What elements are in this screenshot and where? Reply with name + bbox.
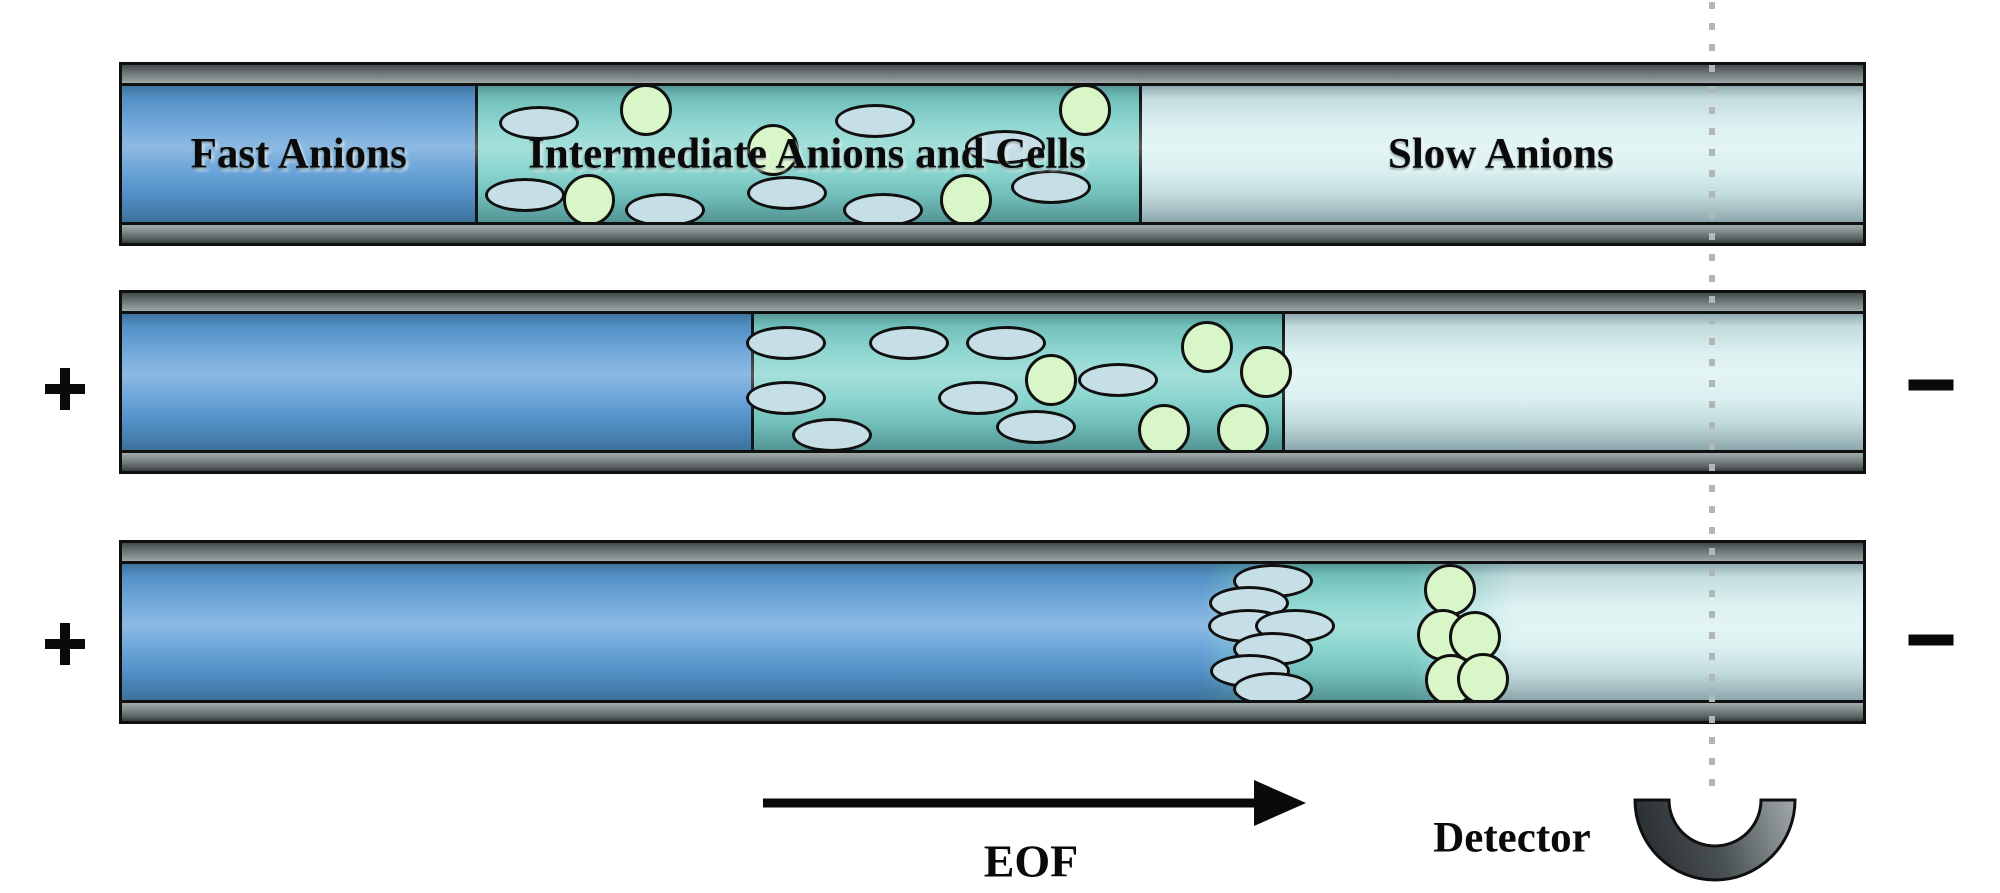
detector-label: Detector	[1433, 814, 1591, 862]
cell-particle	[1025, 354, 1077, 406]
capillary-channel	[122, 314, 1863, 450]
zone-slow-anions	[1281, 314, 1863, 450]
detector-cup-icon	[1633, 798, 1797, 882]
capillary-wall-top	[122, 293, 1863, 314]
anion-particle	[625, 193, 705, 222]
capillary-channel: Fast Anions Intermediate Anions and Cells…	[122, 86, 1863, 222]
anion-particle	[938, 381, 1018, 415]
zone-label-slow-anions: Slow Anions	[1387, 130, 1614, 178]
zone-label-intermediate-anions: Intermediate Anions and Cells	[528, 130, 1087, 178]
cell-particle	[1217, 404, 1269, 450]
zone-fast-anions	[122, 86, 476, 222]
zone-fast-anions	[122, 314, 751, 450]
cell-particle	[1457, 653, 1509, 700]
anion-particle	[869, 326, 949, 360]
zone-slow-anions	[1138, 86, 1863, 222]
cell-particle	[620, 86, 672, 136]
anion-particle	[1011, 170, 1091, 204]
anion-particle	[996, 410, 1076, 444]
zone-label-fast-anions: Fast Anions	[190, 130, 407, 178]
anion-particle	[499, 106, 579, 140]
cell-particle	[1059, 86, 1111, 136]
anode-plus-sign: +	[45, 368, 85, 410]
eof-arrowhead-icon	[1254, 780, 1306, 826]
cylinder-shading	[122, 564, 1863, 700]
anion-particle	[747, 176, 827, 210]
capillary-wall-bottom	[122, 700, 1863, 721]
anion-particle	[746, 326, 826, 360]
cathode-minus-sign: −	[1908, 634, 1954, 646]
capillary-tube-partial-separation	[119, 290, 1866, 474]
eof-arrow	[763, 780, 1306, 826]
anion-particle	[965, 130, 1045, 164]
cathode-minus-sign: −	[1908, 379, 1954, 391]
anion-particle	[835, 104, 915, 138]
capillary-wall-bottom	[122, 450, 1863, 471]
capillary-wall-top	[122, 543, 1863, 564]
anion-particle	[966, 326, 1046, 360]
capillary-tube-focused-bands	[119, 540, 1866, 724]
anion-particle	[843, 193, 923, 222]
anion-particle	[485, 178, 565, 212]
eof-label: EOF	[983, 835, 1079, 887]
cell-particle	[747, 124, 799, 176]
cell-particle	[1181, 321, 1233, 373]
anode-plus-sign: +	[45, 623, 85, 665]
cell-particle	[563, 174, 615, 222]
anion-particle	[746, 381, 826, 415]
cell-particle	[1240, 346, 1292, 398]
detector-position-line	[1709, 2, 1715, 794]
cell-particle	[940, 174, 992, 222]
capillary-wall-top	[122, 65, 1863, 86]
cell-particle	[1138, 404, 1190, 450]
capillary-tube-initial-zones: Fast Anions Intermediate Anions and Cells…	[119, 62, 1866, 246]
anion-particle	[1078, 363, 1158, 397]
anion-particle	[792, 418, 872, 450]
anion-particle	[1233, 672, 1313, 700]
capillary-channel	[122, 564, 1863, 700]
capillary-wall-bottom	[122, 222, 1863, 243]
cell-particle	[1424, 564, 1476, 616]
